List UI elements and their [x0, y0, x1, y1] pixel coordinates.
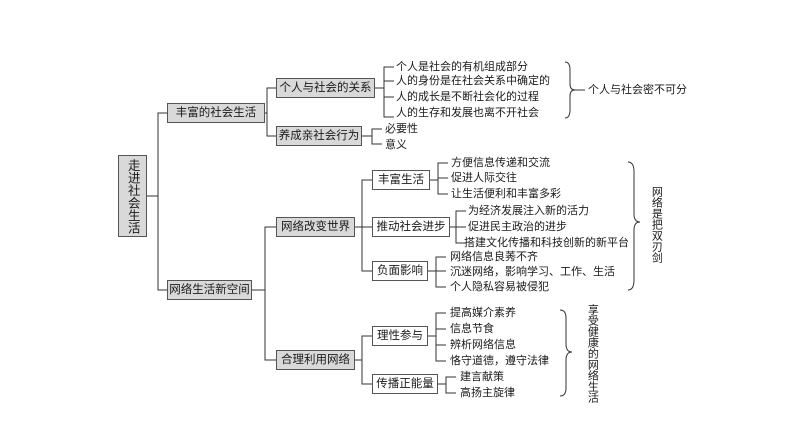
connector-b1s2: [362, 128, 382, 145]
group-node: 推动社会进步: [372, 217, 450, 237]
leaf-item: 搭建文化传播和科技创新的新平台: [464, 236, 629, 249]
leaf-item: 建言献策: [460, 370, 504, 383]
leaf-item: 促进人际交往: [451, 171, 517, 184]
branch-label: 网络生活新空间: [169, 282, 250, 297]
connector-b2s1: [355, 179, 372, 272]
leaf-item: 个人是社会的有机组成部分: [396, 60, 528, 73]
brace-b1s1: [564, 61, 576, 119]
leaf-item: 恪守道德，遵守法律: [450, 354, 549, 367]
leaf-item: 辨析网络信息: [450, 338, 516, 351]
group-label: 理性参与: [377, 328, 423, 343]
leaf-item: 信息节食: [450, 322, 494, 335]
node-label: 养成亲社会行为: [278, 128, 360, 143]
node-individual-society: 个人与社会的关系: [276, 78, 375, 98]
summary-text-vertical: 享受健康的网络生活: [586, 304, 600, 403]
node-prosocial-behavior: 养成亲社会行为: [276, 126, 362, 146]
group-node: 理性参与: [372, 326, 428, 346]
summary-text-vertical: 网络是把双刃剑: [650, 186, 664, 263]
brace-b2s1: [627, 161, 641, 291]
group-node: 丰富生活: [372, 170, 430, 190]
connector-root: [147, 112, 167, 291]
brace-b2s2: [559, 309, 573, 397]
root-node: 走进社会生活: [118, 155, 147, 237]
branch-label: 丰富的社会生活: [175, 105, 257, 120]
leaf-item: 方便信息传递和交流: [451, 156, 550, 169]
group-label: 负面影响: [377, 263, 423, 278]
leaf-item: 提高媒介素养: [450, 306, 516, 319]
group-node: 传播正能量: [372, 374, 438, 394]
summary-text: 个人与社会密不可分: [588, 83, 687, 96]
node-label: 网络改变世界: [281, 219, 350, 234]
leaf-item: 沉迷网络，影响学习、工作、生活: [450, 265, 615, 278]
node-label: 个人与社会的关系: [279, 80, 372, 95]
connector-branch2: [252, 226, 276, 361]
branch-node-rich-social-life: 丰富的社会生活: [167, 103, 265, 123]
leaf-item: 人的身份是在社会关系中确定的: [396, 74, 550, 87]
branch-node-network-life: 网络生活新空间: [167, 280, 252, 300]
connector-branch1: [265, 87, 276, 137]
leaf-item: 必要性: [385, 122, 418, 135]
connector-g1: [430, 162, 448, 195]
connector-g3: [428, 256, 446, 288]
leaf-item: 意义: [385, 138, 407, 151]
node-use-network-wisely: 合理利用网络: [276, 350, 355, 370]
root-label: 走进社会生活: [125, 158, 141, 234]
connector-g4: [428, 312, 446, 362]
node-network-changes-world: 网络改变世界: [276, 217, 355, 237]
node-label: 合理利用网络: [281, 352, 350, 367]
leaf-item: 让生活便利和丰富多彩: [451, 187, 561, 200]
leaf-item: 人的生存和发展也离不开社会: [396, 106, 539, 119]
group-label: 传播正能量: [376, 376, 434, 391]
leaf-item: 网络信息良莠不齐: [450, 250, 538, 263]
leaf-item: 高扬主旋律: [460, 386, 515, 399]
leaf-item: 人的成长是不断社会化的过程: [396, 90, 539, 103]
group-label: 丰富生活: [378, 172, 424, 187]
connector-b2s2: [355, 335, 372, 385]
leaf-item: 为经济发展注入新的活力: [468, 204, 589, 217]
connector-g5: [438, 376, 456, 394]
connector-g2: [450, 210, 466, 244]
leaf-item: 促进民主政治的进步: [468, 220, 567, 233]
connector-b1s1: [375, 66, 394, 118]
leaf-item: 个人隐私容易被侵犯: [450, 280, 549, 293]
group-label: 推动社会进步: [376, 219, 446, 234]
group-node: 负面影响: [372, 261, 428, 281]
